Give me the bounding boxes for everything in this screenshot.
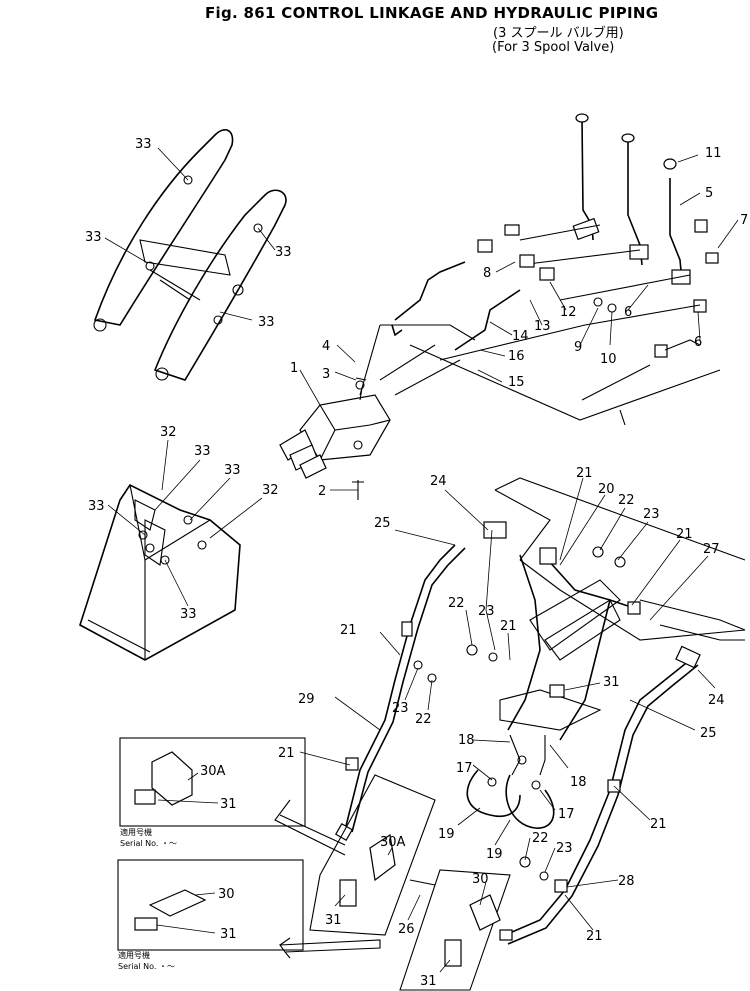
callout-23-c: 23 (392, 701, 409, 716)
callout-31-c: 31 (420, 974, 437, 989)
callout-4: 4 (322, 339, 330, 354)
callout-18-b: 18 (570, 775, 587, 790)
callout-19-b: 19 (486, 847, 503, 862)
callout-22-a: 22 (618, 493, 635, 508)
inset1-serial-jp: 適用号機 (120, 827, 152, 837)
callout-24-b: 24 (708, 693, 725, 708)
lift-arm-assembly (93, 129, 287, 381)
callout-22-b: 22 (448, 596, 465, 611)
callout-17-a: 17 (456, 761, 473, 776)
callout-21-g: 21 (586, 929, 603, 944)
callout-21-b: 21 (676, 527, 693, 542)
callout-5: 5 (705, 186, 713, 201)
hydraulic-tank-frame (494, 477, 746, 731)
hydraulic-pipes (274, 521, 701, 945)
callout-32-b: 32 (262, 483, 279, 498)
callout-3: 3 (322, 367, 330, 382)
callout-19-a: 19 (438, 827, 455, 842)
inset2-serial-jp: 適用号機 (118, 950, 150, 960)
inset2-serial-en: Serial No. ・～ (118, 962, 175, 971)
callout-32-a: 32 (160, 425, 177, 440)
inset1-serial-en: Serial No. ・～ (120, 839, 177, 848)
callout-33-b: 33 (85, 230, 102, 245)
inset-box-1 (119, 737, 306, 827)
callout-33-h: 33 (180, 607, 197, 622)
callout-25-a: 25 (374, 516, 391, 531)
inset-parallelogram-2 (399, 869, 511, 991)
callout-23-d: 23 (556, 841, 573, 856)
callout-31-b: 31 (325, 913, 342, 928)
callout-10: 10 (600, 352, 617, 367)
callout-31-inset-a: 31 (220, 797, 237, 812)
inset-serial-labels: 適用号機 Serial No. ・～ 適用号機 Serial No. ・～ (118, 827, 177, 971)
callout-23-b: 23 (478, 604, 495, 619)
callout-11: 11 (705, 146, 722, 161)
callout-13: 13 (534, 319, 551, 334)
callout-21-d: 21 (340, 623, 357, 638)
callout-33-a: 33 (135, 137, 152, 152)
callout-21-a: 21 (576, 466, 593, 481)
callout-17-b: 17 (558, 807, 575, 822)
figure-subtitle-en: (For 3 Spool Valve) (492, 40, 615, 55)
valve-bracket (79, 483, 241, 661)
callout-33-g: 33 (88, 499, 105, 514)
callout-6-a: 6 (624, 305, 632, 320)
callout-30-inset: 30 (218, 887, 235, 902)
callout-33-d: 33 (258, 315, 275, 330)
inset-parallelogram-1 (309, 774, 436, 936)
callout-22-d: 22 (532, 831, 549, 846)
control-levers (477, 113, 719, 426)
callout-29: 29 (298, 692, 315, 707)
callout-18-a: 18 (458, 733, 475, 748)
callout-9: 9 (574, 340, 582, 355)
callout-21-f: 21 (278, 746, 295, 761)
callout-14: 14 (512, 329, 529, 344)
callout-21-e: 21 (650, 817, 667, 832)
callout-27: 27 (703, 542, 720, 557)
callout-7: 7 (740, 213, 748, 228)
callout-31-a: 31 (603, 675, 620, 690)
callout-16: 16 (508, 349, 525, 364)
callout-8: 8 (483, 266, 491, 281)
callout-30-b: 30 (472, 872, 489, 887)
callout-26: 26 (398, 922, 415, 937)
callout-28: 28 (618, 874, 635, 889)
callout-20: 20 (598, 482, 615, 497)
inset-box-2 (117, 859, 304, 951)
callout-6-b: 6 (694, 335, 702, 350)
callout-12: 12 (560, 305, 577, 320)
callout-25-b: 25 (700, 726, 717, 741)
leader-lines (104, 147, 739, 973)
linkage-rods (359, 261, 721, 421)
callout-22-c: 22 (415, 712, 432, 727)
direction-arrows (278, 937, 381, 959)
callout-23-a: 23 (643, 507, 660, 522)
callout-21-c: 21 (500, 619, 517, 634)
spool-valve (279, 377, 391, 500)
callout-33-e: 33 (194, 444, 211, 459)
callout-labels: 33 33 33 33 1 4 3 2 5 7 11 8 12 6 6 13 9… (85, 137, 748, 989)
callout-2: 2 (318, 484, 326, 499)
callout-1: 1 (290, 361, 298, 376)
callout-33-c: 33 (275, 245, 292, 260)
figure-title: Fig. 861 CONTROL LINKAGE AND HYDRAULIC P… (205, 4, 659, 22)
callout-24-a: 24 (430, 474, 447, 489)
callout-33-f: 33 (224, 463, 241, 478)
callout-30A: 30A (380, 835, 406, 850)
figure-subtitle-jp: (3 スプール バルブ用) (493, 26, 624, 41)
callout-15: 15 (508, 375, 525, 390)
callout-30A-inset: 30A (200, 764, 226, 779)
callout-31-inset-b: 31 (220, 927, 237, 942)
